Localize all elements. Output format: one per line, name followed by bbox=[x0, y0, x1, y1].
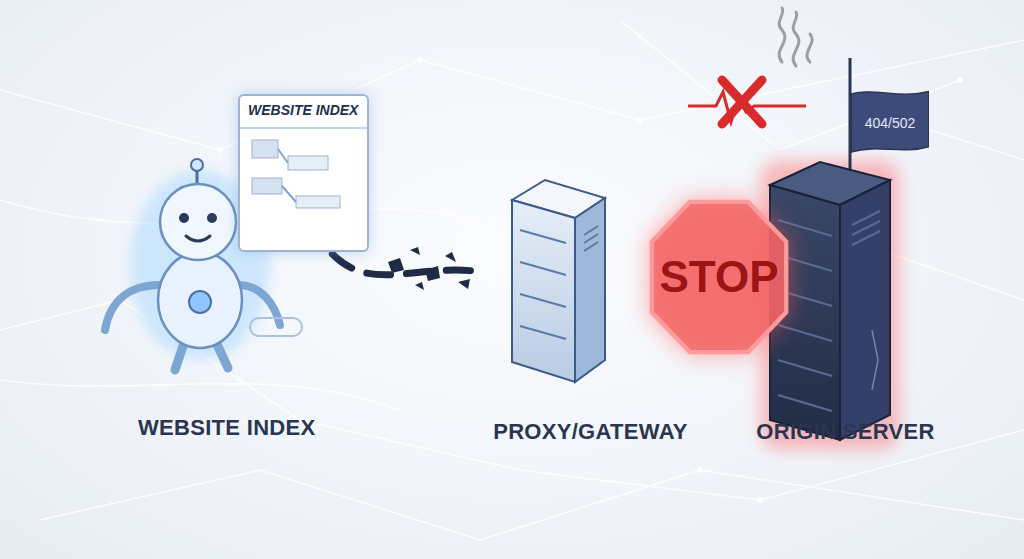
heartbeat-x bbox=[722, 80, 762, 124]
network-lines bbox=[0, 20, 1024, 540]
network-lines bbox=[620, 20, 960, 150]
chain-fragments bbox=[410, 247, 420, 255]
content-block bbox=[288, 156, 328, 170]
proxy-server bbox=[520, 262, 566, 275]
heartbeat-x bbox=[722, 80, 762, 124]
network-dots bbox=[697, 467, 703, 473]
browser-window: WEBSITE INDEX bbox=[238, 94, 369, 252]
network-dots bbox=[757, 497, 763, 503]
network-dots bbox=[217, 147, 223, 153]
origin-server bbox=[778, 211, 880, 411]
error-flag: 404/502 bbox=[851, 90, 929, 156]
content-block bbox=[252, 178, 282, 194]
section-label: WEBSITE INDEX bbox=[138, 415, 315, 441]
robot bbox=[179, 213, 189, 223]
network-lines bbox=[40, 470, 1024, 540]
node-text: STOP bbox=[659, 252, 778, 302]
octagon bbox=[652, 202, 786, 352]
sitemap-line bbox=[278, 149, 296, 202]
network-dots bbox=[117, 57, 963, 503]
origin-server bbox=[778, 325, 832, 341]
broken-chain-link bbox=[332, 254, 485, 275]
robot bbox=[250, 318, 302, 336]
network-dots bbox=[957, 77, 963, 83]
node-text: ORIGIN SERVER bbox=[756, 419, 934, 445]
proxy-server bbox=[584, 234, 598, 243]
flag bbox=[851, 91, 929, 152]
node-text: 404/502 bbox=[865, 115, 916, 131]
proxy-server bbox=[520, 326, 566, 339]
robot bbox=[160, 184, 236, 260]
proxy-server bbox=[584, 226, 598, 235]
chain-line bbox=[332, 254, 485, 275]
browser-content bbox=[240, 126, 367, 248]
origin-server bbox=[778, 220, 832, 236]
network-lines bbox=[880, 250, 1024, 300]
smoke bbox=[779, 8, 785, 62]
proxy-server bbox=[520, 226, 598, 339]
origin-server bbox=[840, 180, 890, 440]
octagon-glow bbox=[649, 199, 789, 355]
heartbeat-x bbox=[688, 80, 806, 124]
robot bbox=[158, 252, 242, 348]
network-lines bbox=[0, 380, 400, 410]
robot bbox=[186, 236, 210, 241]
chain-fragments bbox=[445, 252, 456, 262]
node-text: WEBSITE INDEX bbox=[248, 102, 359, 118]
browser-bar bbox=[240, 127, 367, 129]
robot bbox=[207, 213, 217, 223]
proxy-server bbox=[520, 294, 566, 307]
robot bbox=[105, 159, 302, 370]
proxy-server bbox=[512, 180, 605, 382]
proxy-server bbox=[575, 198, 605, 382]
origin-server bbox=[872, 330, 878, 390]
chain-fragments bbox=[458, 279, 470, 289]
content-block bbox=[252, 140, 278, 158]
robot bbox=[189, 291, 211, 313]
node-text: PROXY/GATEWAY bbox=[493, 419, 688, 445]
chain-fragments bbox=[415, 282, 424, 290]
origin-server bbox=[778, 360, 832, 376]
proxy-server bbox=[584, 242, 598, 251]
origin-server bbox=[852, 231, 880, 245]
origin-server bbox=[778, 395, 832, 411]
robot bbox=[105, 285, 160, 330]
smoke bbox=[807, 34, 812, 62]
robot bbox=[191, 159, 203, 171]
smoke bbox=[793, 12, 799, 66]
chain-fragments bbox=[388, 258, 404, 273]
proxy-server bbox=[512, 200, 575, 382]
network-dots bbox=[637, 117, 643, 123]
smoke bbox=[779, 8, 812, 66]
stop-sign: STOP bbox=[646, 196, 792, 358]
proxy-server bbox=[520, 230, 566, 243]
network-dots bbox=[417, 57, 423, 63]
content-block bbox=[296, 196, 340, 208]
